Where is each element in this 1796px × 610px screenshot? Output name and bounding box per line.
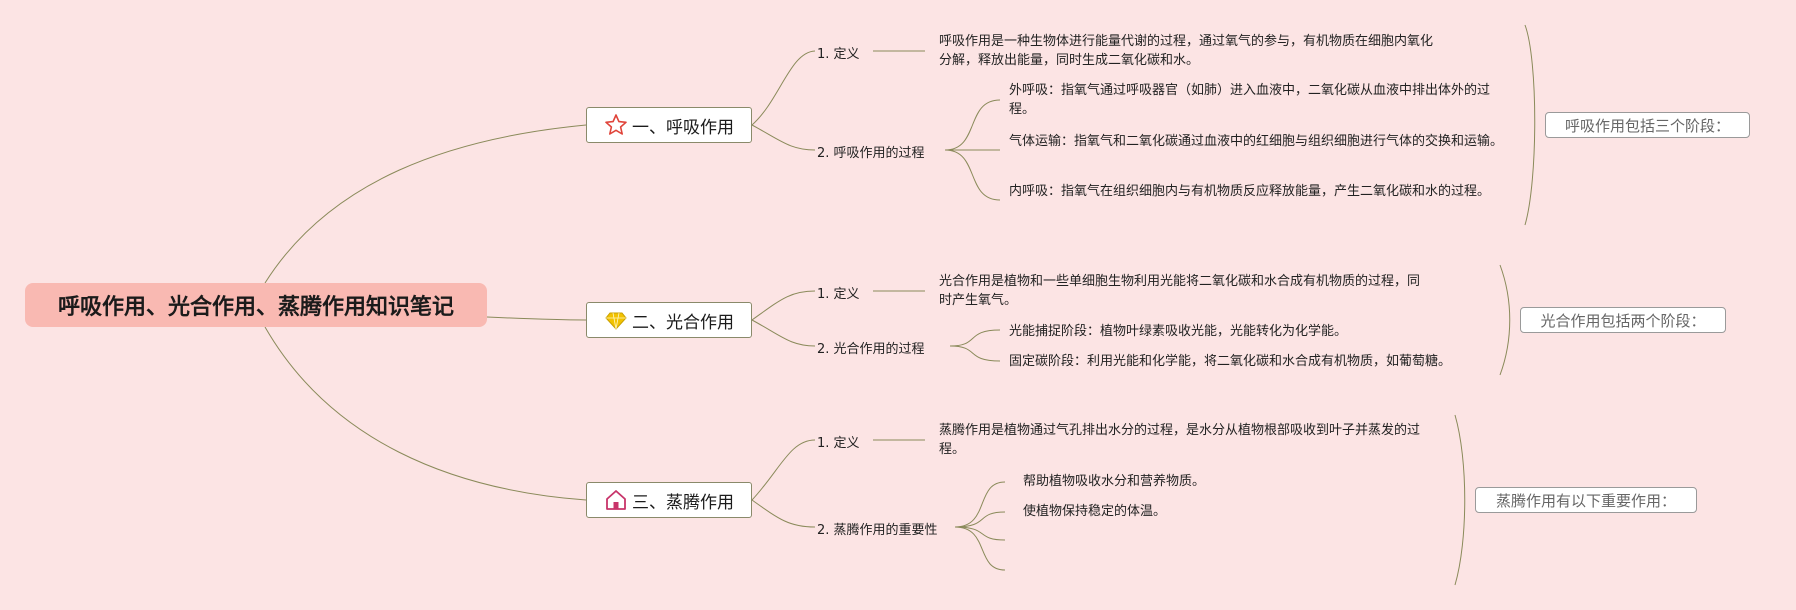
branch-title: 二、光合作用 xyxy=(632,312,734,333)
definition-label[interactable]: 1. 定义 xyxy=(817,436,860,451)
root-topic[interactable]: 呼吸作用、光合作用、蒸腾作用知识笔记 xyxy=(25,283,487,327)
root-title: 呼吸作用、光合作用、蒸腾作用知识笔记 xyxy=(57,295,454,320)
branch-transpiration[interactable]: 三、蒸腾作用 xyxy=(586,482,752,518)
definition-text[interactable]: 光合作用是植物和一些单细胞生物利用光能将二氧化碳和水合成有机物质的过程，同时产生… xyxy=(939,274,1421,308)
process-item[interactable]: 外呼吸：指氧气通过呼吸器官（如肺）进入血液中，二氧化碳从血液中排出体外的过程。 xyxy=(1009,83,1491,117)
branch-title: 一、呼吸作用 xyxy=(632,117,734,138)
process-label[interactable]: 2. 光合作用的过程 xyxy=(817,342,925,357)
process-label[interactable]: 2. 蒸腾作用的重要性 xyxy=(817,523,938,538)
process-label[interactable]: 2. 呼吸作用的过程 xyxy=(817,146,925,161)
process-item[interactable]: 光能捕捉阶段：植物叶绿素吸收光能，光能转化为化学能。 xyxy=(1009,324,1348,339)
branch-photosynthesis[interactable]: 二、光合作用 xyxy=(586,302,752,338)
process-item[interactable]: 内呼吸：指氧气在组织细胞内与有机物质反应释放能量，产生二氧化碳和水的过程。 xyxy=(1009,184,1491,199)
home-icon xyxy=(604,488,628,512)
definition-text[interactable]: 呼吸作用是一种生物体进行能量代谢的过程，通过氧气的参与，有机物质在细胞内氧化分解… xyxy=(939,34,1434,68)
branch-respiration[interactable]: 一、呼吸作用 xyxy=(586,107,752,143)
definition-label[interactable]: 1. 定义 xyxy=(817,287,860,302)
branch-title: 三、蒸腾作用 xyxy=(632,492,734,513)
process-item[interactable]: 固定碳阶段：利用光能和化学能，将二氧化碳和水合成有机物质，如葡萄糖。 xyxy=(1009,354,1452,369)
process-item[interactable]: 使植物保持稳定的体温。 xyxy=(1023,504,1167,519)
definition-text[interactable]: 蒸腾作用是植物通过气孔排出水分的过程，是水分从植物根部吸收到叶子并蒸发的过程。 xyxy=(939,423,1421,457)
summary-label[interactable]: 呼吸作用包括三个阶段： xyxy=(1545,112,1750,138)
star-icon xyxy=(604,113,628,137)
process-item[interactable]: 气体运输：指氧气和二氧化碳通过血液中的红细胞与组织细胞进行气体的交换和运输。 xyxy=(1009,134,1504,149)
summary-label[interactable]: 蒸腾作用有以下重要作用： xyxy=(1475,487,1697,513)
definition-label[interactable]: 1. 定义 xyxy=(817,47,860,62)
process-item[interactable]: 帮助植物吸收水分和营养物质。 xyxy=(1023,474,1206,489)
diamond-icon xyxy=(604,308,628,332)
summary-label[interactable]: 光合作用包括两个阶段： xyxy=(1520,307,1726,333)
